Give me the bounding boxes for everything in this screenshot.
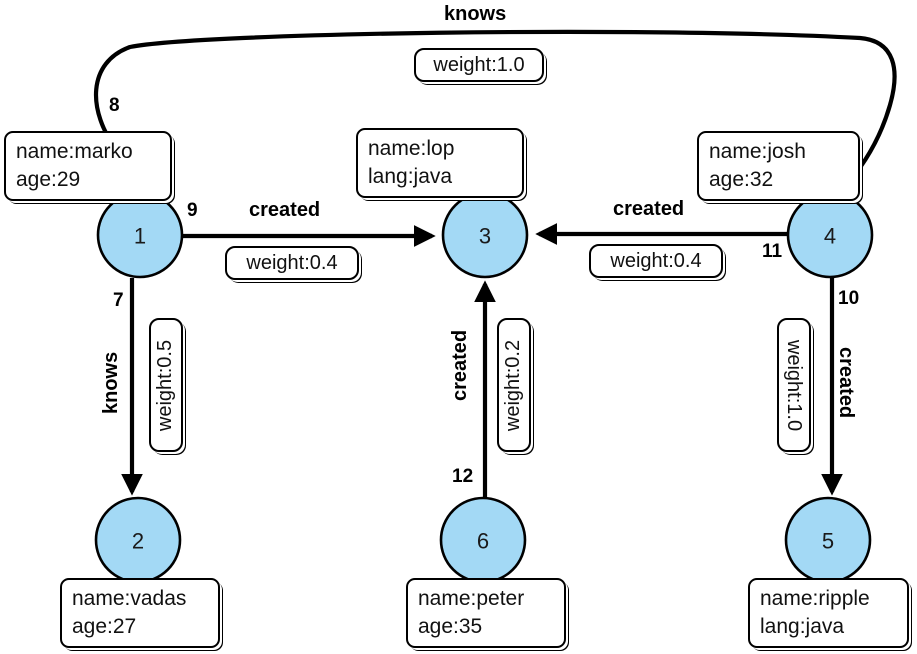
node-6-prop-name: name:peter bbox=[418, 587, 525, 610]
edge-8-label: knows bbox=[444, 3, 507, 25]
edge-12-weight-text: weight:0.2 bbox=[502, 339, 525, 431]
node-1-id: 1 bbox=[134, 224, 146, 249]
node-6-prop-age: age:35 bbox=[418, 614, 483, 638]
edge-11-weight-text: weight:0.4 bbox=[610, 249, 702, 272]
node-1-prop-age: age:29 bbox=[16, 167, 81, 191]
edge-7-weight-box: weight:0.5 bbox=[149, 318, 183, 452]
edge-10-id: 10 bbox=[838, 288, 860, 309]
node-5[interactable]: 5 bbox=[784, 496, 872, 584]
node-4-prop-name: name:josh bbox=[709, 140, 806, 163]
edge-11-label: created bbox=[613, 198, 685, 220]
node-2-prop-age: age:27 bbox=[72, 614, 137, 638]
node-3-prop-name: name:lop bbox=[368, 137, 455, 160]
edge-7-label: knows bbox=[100, 351, 122, 414]
node-6[interactable]: 6 bbox=[439, 496, 527, 584]
node-6-id: 6 bbox=[477, 529, 489, 554]
edge-12-weight-box: weight:0.2 bbox=[497, 318, 531, 452]
node-1-property-box: name:marko age:29 bbox=[4, 131, 172, 202]
node-4-property-box: name:josh age:32 bbox=[697, 131, 860, 202]
edge-12-label: created bbox=[449, 329, 471, 401]
edge-10-weight-box: weight:1.0 bbox=[777, 318, 811, 452]
edge-8-weight-text: weight:1.0 bbox=[433, 53, 525, 76]
node-4-prop-age: age:32 bbox=[709, 167, 774, 191]
node-5-property-box: name:ripple lang:java bbox=[748, 578, 909, 649]
edge-7-id: 7 bbox=[113, 290, 124, 311]
edge-7-weight-text: weight:0.5 bbox=[154, 339, 177, 431]
node-5-prop-lang: lang:java bbox=[760, 614, 845, 638]
node-4-id: 4 bbox=[824, 224, 836, 249]
edge-8-weight-box: weight:1.0 bbox=[414, 48, 544, 82]
edge-8-id: 8 bbox=[109, 95, 120, 116]
node-2[interactable]: 2 bbox=[94, 496, 182, 584]
node-4[interactable]: 4 bbox=[786, 191, 874, 279]
edge-11-weight-box: weight:0.4 bbox=[589, 244, 723, 278]
edge-9-label: created bbox=[249, 199, 321, 221]
edge-10-weight-text: weight:1.0 bbox=[783, 339, 806, 431]
edge-9-weight-box: weight:0.4 bbox=[225, 246, 359, 280]
node-6-property-box: name:peter age:35 bbox=[406, 578, 566, 649]
node-2-id: 2 bbox=[132, 529, 144, 554]
node-2-property-box: name:vadas age:27 bbox=[60, 578, 220, 649]
node-3[interactable]: 3 bbox=[441, 191, 529, 279]
node-5-id: 5 bbox=[822, 529, 834, 554]
node-1[interactable]: 1 bbox=[96, 191, 184, 279]
edge-9-id: 9 bbox=[187, 200, 198, 221]
edge-10-label: created bbox=[835, 347, 857, 419]
node-2-prop-name: name:vadas bbox=[72, 587, 187, 610]
edge-12-id: 12 bbox=[452, 466, 474, 487]
node-1-prop-name: name:marko bbox=[16, 140, 133, 163]
node-3-property-box: name:lop lang:java bbox=[356, 128, 524, 199]
node-5-prop-name: name:ripple bbox=[760, 587, 870, 610]
edge-11-id: 11 bbox=[762, 241, 783, 262]
node-3-id: 3 bbox=[479, 224, 491, 249]
edge-9-weight-text: weight:0.4 bbox=[246, 251, 338, 274]
edge-8-path bbox=[93, 29, 897, 193]
node-3-prop-lang: lang:java bbox=[368, 164, 453, 188]
